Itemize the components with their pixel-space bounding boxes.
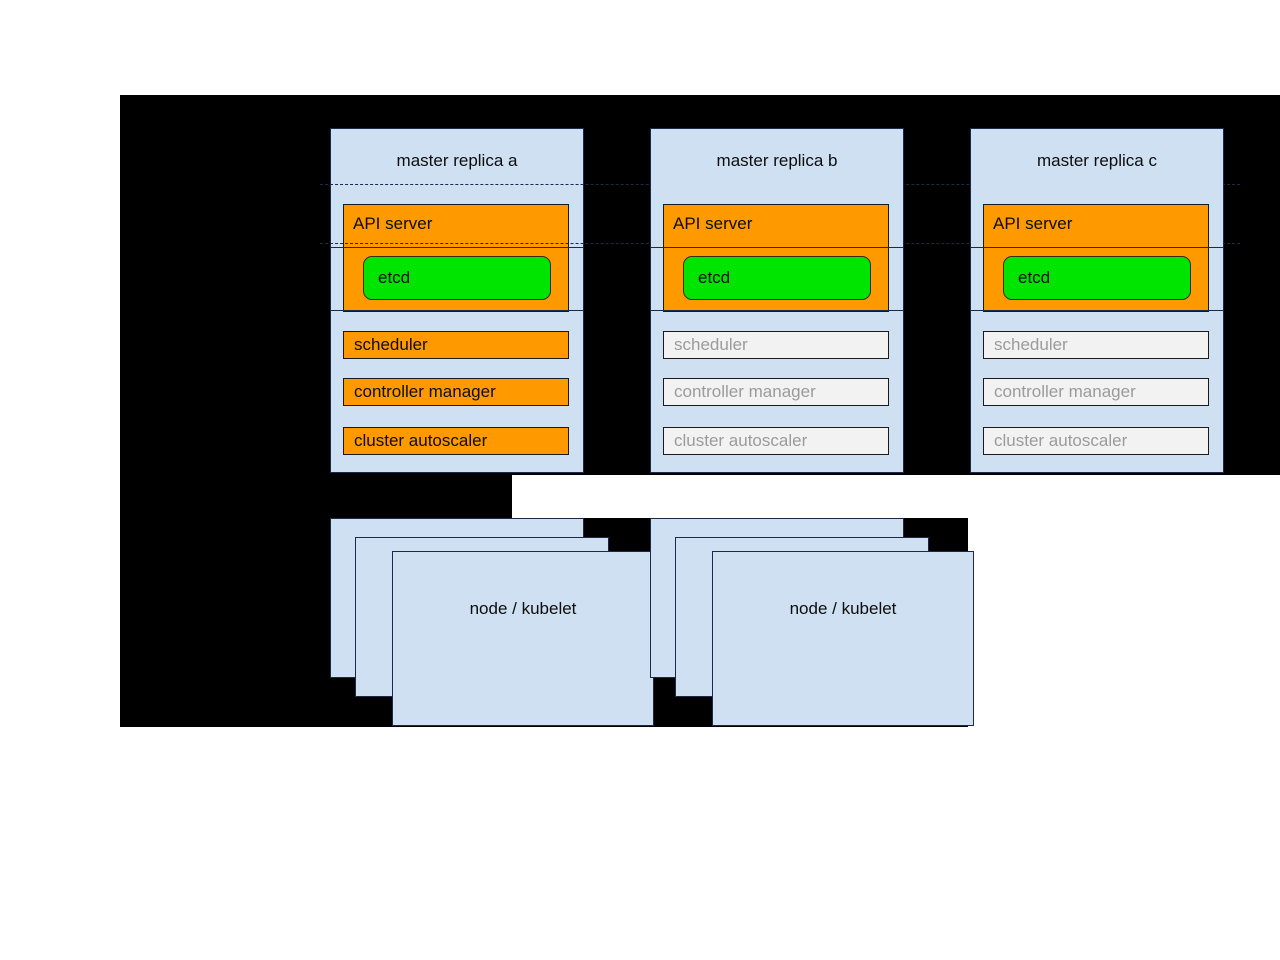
master-replica-b-controller-manager[interactable]: controller manager xyxy=(663,378,889,406)
replica-c-band-top xyxy=(970,247,1224,248)
master-replica-a-scheduler[interactable]: scheduler xyxy=(343,331,569,359)
replica-a-band-top xyxy=(330,247,584,248)
master-replica-b-scheduler[interactable]: scheduler xyxy=(663,331,889,359)
master-replica-b-api-server[interactable]: API server xyxy=(673,214,753,233)
master-replica-b-cluster-autoscaler[interactable]: cluster autoscaler xyxy=(663,427,889,455)
master-replica-c-controller-manager[interactable]: controller manager xyxy=(983,378,1209,406)
replica-c-band-bottom xyxy=(970,310,1224,311)
master-replica-c-cluster-autoscaler[interactable]: cluster autoscaler xyxy=(983,427,1209,455)
master-replica-a-label: master replica a xyxy=(396,151,518,170)
master-replica-c-etcd[interactable]: etcd xyxy=(1003,256,1191,300)
master-replica-c-scheduler[interactable]: scheduler xyxy=(983,331,1209,359)
master-replica-c-api-server[interactable]: API server xyxy=(993,214,1073,233)
node-group-2-card-front[interactable]: node / kubelet xyxy=(712,551,974,726)
master-replica-b-label: master replica b xyxy=(716,151,838,170)
master-replica-a-controller-manager[interactable]: controller manager xyxy=(343,378,569,406)
node-group-1-label: node / kubelet xyxy=(469,599,577,618)
replica-b-band-top xyxy=(650,247,904,248)
replica-a-band-bottom xyxy=(330,310,584,311)
master-replica-b-etcd[interactable]: etcd xyxy=(683,256,871,300)
node-group-1-card-front[interactable]: node / kubelet xyxy=(392,551,654,726)
node-group-2-label: node / kubelet xyxy=(789,599,897,618)
master-replica-c-label: master replica c xyxy=(1037,151,1157,170)
master-replica-a-etcd[interactable]: etcd xyxy=(363,256,551,300)
master-replica-a-cluster-autoscaler[interactable]: cluster autoscaler xyxy=(343,427,569,455)
replica-b-band-bottom xyxy=(650,310,904,311)
master-replica-a-api-server[interactable]: API server xyxy=(353,214,433,233)
